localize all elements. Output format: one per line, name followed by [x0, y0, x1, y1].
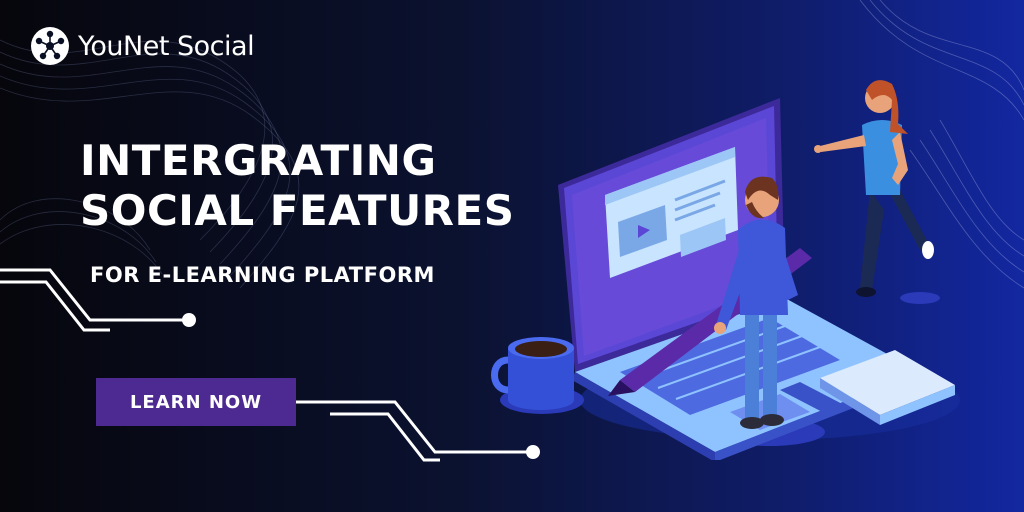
e-learning-laptop-illustration [491, 80, 960, 460]
younet-logo-icon [31, 27, 69, 65]
headline: INTERGRATING SOCIAL FEATURES [80, 136, 514, 236]
circuit-node-bottom [526, 445, 540, 459]
subheadline: FOR E-LEARNING PLATFORM [90, 263, 435, 287]
learn-now-button[interactable]: LEARN NOW [96, 378, 296, 426]
brand-name: YouNet Social [78, 30, 255, 62]
wave-lines-left [0, 39, 300, 289]
woman-pointing [814, 80, 934, 297]
man-with-pen [714, 176, 798, 429]
headline-line-1: INTERGRATING [80, 136, 437, 185]
woman-shadow [900, 292, 940, 304]
play-icon [638, 225, 650, 238]
video-player-screen [605, 147, 738, 278]
coffee-mug [491, 337, 584, 414]
wave-lines-right [859, 0, 1024, 289]
circuit-node-top [182, 313, 196, 327]
headline-line-2: SOCIAL FEATURES [80, 186, 515, 235]
notebook [780, 350, 955, 425]
circuit-line-top [0, 268, 187, 332]
brand-logo[interactable]: YouNet Social [30, 26, 255, 66]
circuit-line-bottom [296, 400, 530, 462]
